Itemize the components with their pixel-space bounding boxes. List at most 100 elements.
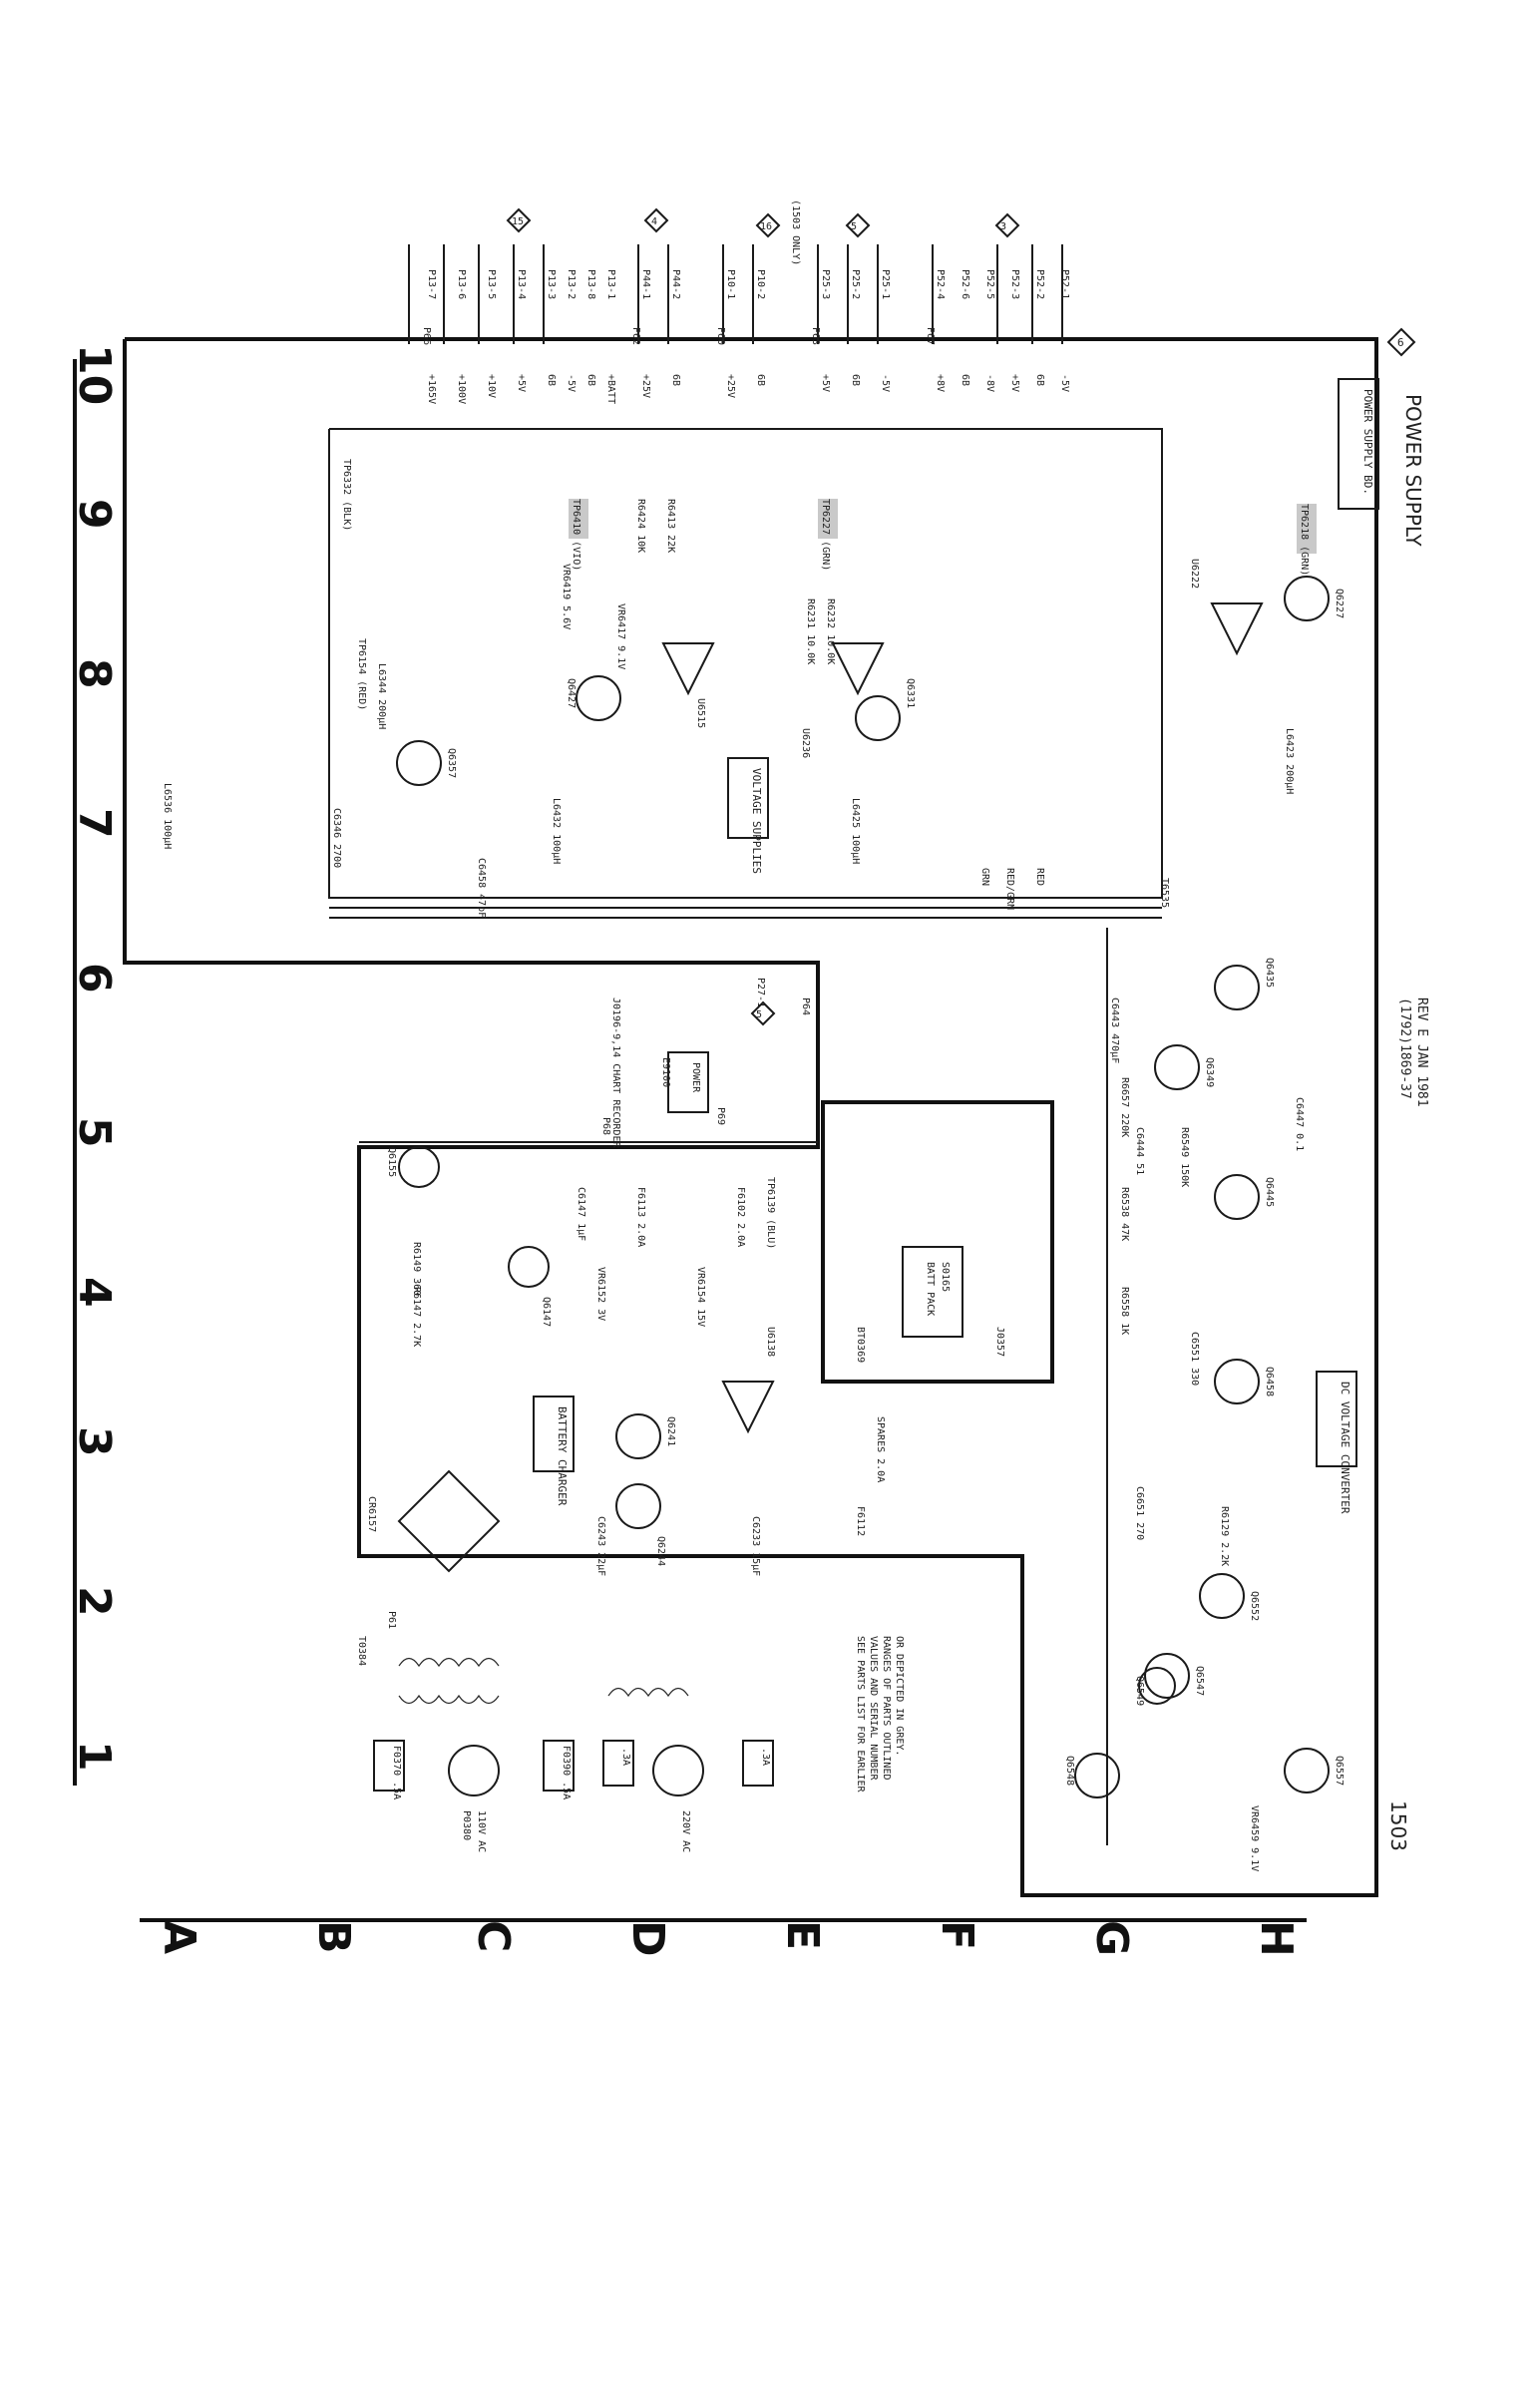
c6147: C6147 1µF	[576, 1187, 586, 1241]
q6552-symbol	[1199, 1573, 1245, 1619]
p62-dest-diamond	[643, 207, 669, 233]
p66-pin-4: +5V	[516, 374, 527, 392]
p66-pin-3: +10V	[486, 374, 497, 398]
p66-pin-2: +100V	[456, 374, 467, 404]
u6236-symbol	[831, 642, 885, 696]
f6113: F6113 2.0A	[635, 1187, 646, 1247]
q6155-label: Q6155	[386, 1147, 397, 1177]
tap-red-grn: RED/GRN	[1004, 868, 1015, 910]
p67-label: P67	[925, 327, 936, 345]
grid-col-4: 4	[69, 1277, 120, 1308]
p63-pin-3: -5V	[880, 374, 891, 392]
p67-target-4: P52-3	[1009, 269, 1020, 299]
ac-110-label: 110V AC	[476, 1810, 487, 1852]
q6241-label: Q6241	[665, 1416, 676, 1446]
r6451: R6129 2.2K	[1219, 1506, 1230, 1566]
p67-pin-5: 6B	[1034, 374, 1045, 386]
fuse-f0370	[373, 1740, 405, 1792]
fuse-3a-2	[742, 1740, 774, 1787]
tp6332: TP6332 (BLK)	[341, 459, 352, 531]
grid-row-a: A	[154, 1920, 204, 1954]
board-outline: POWER SUPPLY BD.	[123, 337, 1379, 1897]
voltage-supplies-label: VOLTAGE SUPPLIES	[750, 768, 763, 874]
q6552-label: Q6552	[1249, 1591, 1260, 1621]
tp6410: TP6410 (VIO)	[571, 499, 581, 571]
parts-note-line-4: OR DEPICTED IN GREY.	[894, 1636, 905, 1756]
c6651: C6651 270	[1134, 1486, 1145, 1540]
p62-target-1: P44-1	[640, 269, 651, 299]
p68-label: P68	[600, 1117, 611, 1135]
q6244-label: Q6244	[655, 1536, 666, 1566]
p67-dest-diamond	[994, 212, 1020, 238]
p60-note: (1503 ONLY)	[790, 200, 801, 265]
u6515-symbol	[661, 642, 715, 696]
q6147-symbol	[508, 1246, 550, 1288]
p67-target-1: P52-4	[935, 269, 946, 299]
p63-dest-diamond	[845, 212, 871, 238]
p63-dest: 5	[851, 221, 857, 232]
p67-target-3: P52-5	[984, 269, 995, 299]
batt-pack-label: BATT PACK	[925, 1262, 936, 1316]
spares-label: SPARES 2.0A	[875, 1416, 886, 1482]
section-title: POWER SUPPLY	[1401, 394, 1425, 547]
transformer-2-coil	[607, 1687, 689, 1698]
c6243: C6243 22µF	[595, 1516, 606, 1576]
grid-col-1: 1	[69, 1741, 120, 1772]
q6147-label: Q6147	[541, 1297, 552, 1327]
tp6410-highlight	[569, 499, 588, 539]
ac-outlet-110	[448, 1745, 500, 1797]
vr6417: VR6417 9.1V	[615, 603, 626, 669]
grid-col-5: 5	[69, 1117, 120, 1148]
c6346: C6346 2700	[331, 808, 342, 868]
p67-target-2: P52-6	[960, 269, 970, 299]
u6222-symbol	[1210, 602, 1264, 656]
p60-label: P60	[715, 327, 726, 345]
battery-charger-label: BATTERY CHARGER	[556, 1406, 569, 1506]
q6331-symbol	[855, 695, 901, 741]
p63-target-2: P25-2	[850, 269, 861, 299]
transformer-label: T0384	[356, 1636, 367, 1666]
u6222-label: U6222	[1189, 559, 1200, 589]
p62-label: P62	[630, 327, 641, 345]
fuse-3a-1-label: .3A	[620, 1748, 631, 1766]
p64-dest-diamond	[750, 1000, 776, 1026]
grid-col-3: 3	[69, 1426, 120, 1457]
voltage-supplies: VOLTAGE SUPPLIES Q6427 U6515 U6236 Q6331…	[162, 459, 916, 918]
p60-pin-1: +25V	[725, 374, 736, 398]
ac-outlet-220	[652, 1745, 704, 1797]
p67-pin-3: -8V	[984, 374, 995, 392]
tp6227-highlight	[818, 499, 838, 539]
p63-pin-2: 6B	[850, 374, 861, 386]
tp6139: TP6139 (BLU)	[765, 1177, 776, 1249]
q6357-symbol	[396, 740, 442, 786]
p66-target-4: P13-4	[516, 269, 527, 299]
p62-dest: 4	[651, 216, 657, 227]
power-switch-area: POWER P68 J0196-9,14 CHART RECORDER P64 …	[600, 978, 811, 1148]
q6548-symbol	[1074, 1753, 1120, 1798]
parts-note-line-1: SEE PARTS LIST FOR EARLIER	[855, 1636, 866, 1794]
battery-pack: BATT PACK S0165 BT0369 J0357	[821, 1100, 1054, 1384]
grid-col-2: 2	[69, 1586, 120, 1617]
fuse-f0390	[543, 1740, 575, 1792]
l6423: L6423 200µH	[1284, 728, 1295, 794]
q6427-label: Q6427	[566, 678, 577, 708]
l6344: L6344 200µH	[376, 663, 387, 729]
model-number: 1503	[1386, 1800, 1410, 1851]
transformer-primary-coil	[398, 1657, 500, 1668]
q6458-symbol	[1214, 1359, 1260, 1404]
s0165: E9100	[660, 1057, 671, 1087]
j0357: J0357	[994, 1327, 1005, 1357]
q6445-symbol	[1214, 1174, 1260, 1220]
p66-pin-1: +165V	[426, 374, 437, 404]
parts-note-line-3: RANGES OF PARTS OUTLINED	[881, 1636, 892, 1781]
r6545: R6558 1K	[1119, 1287, 1130, 1335]
r6231: R6231 10.0K	[805, 599, 816, 664]
l6536: L6536 100µH	[162, 783, 173, 849]
p66-pin-6: -5V	[566, 374, 577, 392]
grid-row-e: E	[777, 1920, 828, 1950]
u6236-label: U6236	[800, 728, 811, 758]
p67-dest: 3	[1000, 221, 1006, 232]
grid-col-7: 7	[69, 808, 120, 839]
p66-pin-8: +BATT	[605, 374, 616, 404]
